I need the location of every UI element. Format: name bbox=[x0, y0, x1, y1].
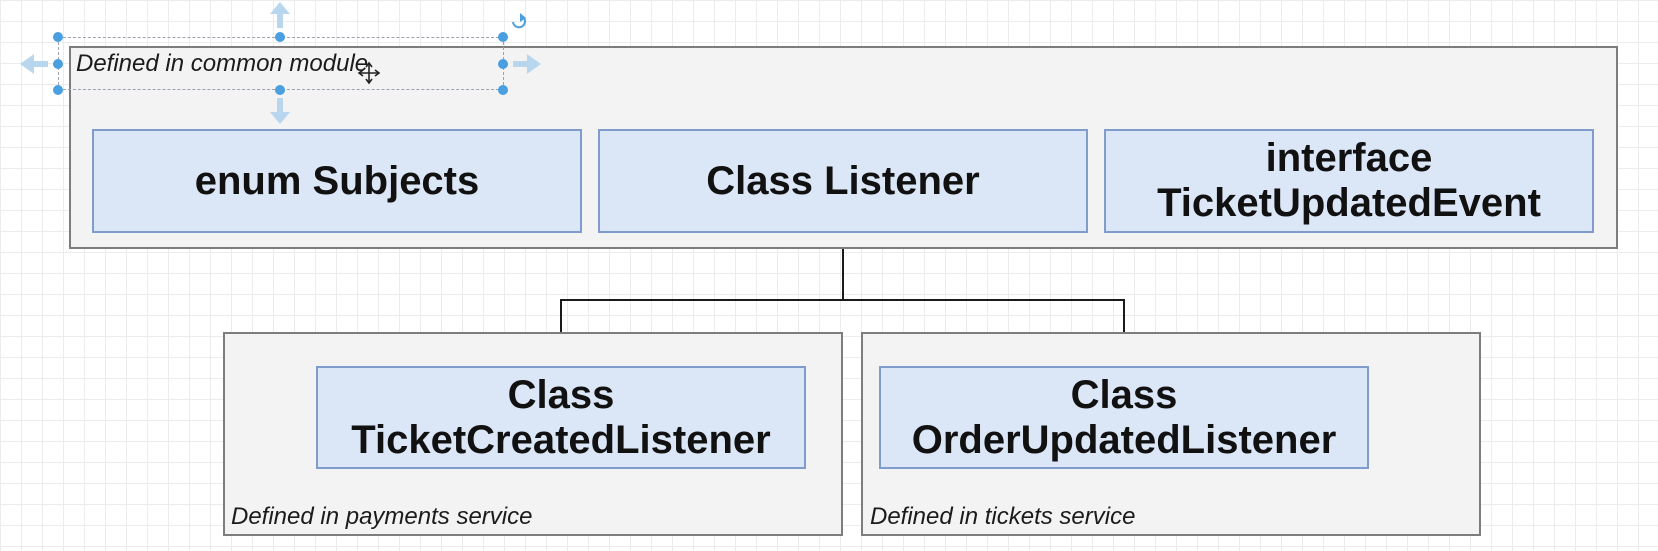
resize-handle-bottom[interactable] bbox=[275, 85, 285, 95]
node-label-line-2: TicketCreatedListener bbox=[351, 417, 771, 462]
resize-handle-left[interactable] bbox=[53, 59, 63, 69]
payments-service-caption: Defined in payments service bbox=[231, 503, 533, 530]
resize-handle-top-right[interactable] bbox=[498, 32, 508, 42]
node-label: Class Listener bbox=[706, 158, 980, 203]
connect-arrow-up-icon[interactable] bbox=[270, 2, 290, 28]
ticket-updated-event-node[interactable]: interface TicketUpdatedEvent bbox=[1104, 129, 1594, 233]
rotate-icon[interactable] bbox=[512, 13, 526, 29]
resize-handle-bottom-left[interactable] bbox=[53, 85, 63, 95]
node-label-line-2: TicketUpdatedEvent bbox=[1157, 181, 1541, 225]
node-label: enum Subjects bbox=[194, 158, 480, 203]
resize-handle-bottom-right[interactable] bbox=[498, 85, 508, 95]
resize-handle-right[interactable] bbox=[498, 59, 508, 69]
common-module-caption[interactable]: Defined in common module bbox=[76, 50, 369, 77]
enum-subjects-node[interactable]: enum Subjects bbox=[92, 129, 582, 233]
node-label-line-1: Class bbox=[1070, 372, 1178, 417]
order-updated-listener-node[interactable]: Class OrderUpdatedListener bbox=[879, 366, 1369, 469]
resize-handle-top-left[interactable] bbox=[53, 32, 63, 42]
tickets-service-caption: Defined in tickets service bbox=[870, 503, 1136, 530]
resize-handle-top[interactable] bbox=[275, 32, 285, 42]
node-label-line-2: OrderUpdatedListener bbox=[911, 417, 1337, 462]
class-listener-node[interactable]: Class Listener bbox=[598, 129, 1088, 233]
connect-arrow-right-icon[interactable] bbox=[513, 54, 541, 74]
connect-arrow-left-icon[interactable] bbox=[20, 54, 48, 74]
ticket-created-listener-node[interactable]: Class TicketCreatedListener bbox=[316, 366, 806, 469]
edge-listener-to-ticket-created[interactable] bbox=[560, 232, 844, 362]
move-cursor-icon bbox=[357, 61, 381, 85]
connect-arrow-down-icon[interactable] bbox=[270, 98, 290, 124]
node-label-line-1: interface bbox=[1265, 136, 1433, 180]
node-label-line-1: Class bbox=[507, 372, 615, 417]
